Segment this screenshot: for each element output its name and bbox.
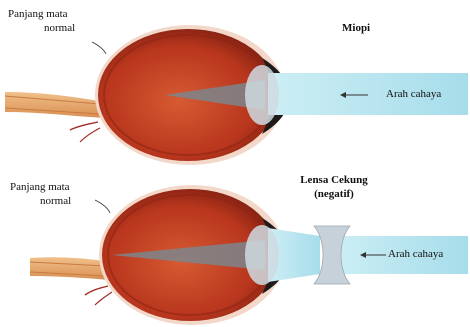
eye-length-label-bottom: Panjang mata bbox=[10, 181, 70, 194]
eye-lens-top bbox=[245, 65, 279, 125]
light-direction-label-top: Arah cahaya bbox=[386, 88, 441, 101]
leader-bottom bbox=[95, 200, 110, 213]
eye-length-label-bottom-line2: normal bbox=[40, 195, 71, 208]
panel-subtitle-bottom: (negatif) bbox=[282, 188, 386, 201]
optic-nerve-bottom bbox=[30, 257, 110, 280]
eye-length-label-top: Panjang mata bbox=[8, 8, 68, 21]
light-direction-label-bottom: Arah cahaya bbox=[388, 248, 443, 261]
panel-title-bottom: Lensa Cekung bbox=[282, 174, 386, 187]
eye-length-label-top-line2: normal bbox=[44, 22, 75, 35]
optic-nerve-top bbox=[5, 92, 105, 118]
panel-title-top: Miopi bbox=[342, 22, 370, 35]
leader-top bbox=[92, 42, 106, 54]
eye-lens-bottom bbox=[245, 225, 279, 285]
